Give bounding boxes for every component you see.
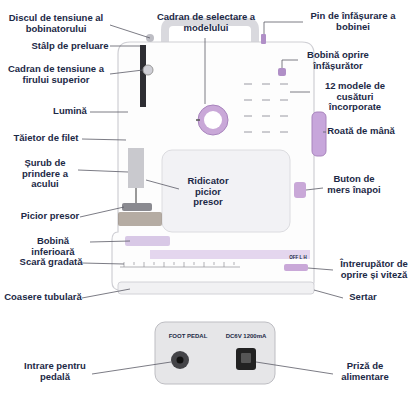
- spool-pin: [261, 34, 266, 44]
- part-label: Cadran de selectare a modelului: [145, 12, 267, 33]
- pattern-dial: [198, 105, 228, 135]
- panel-marking: FOOT PEDAL: [163, 333, 213, 340]
- machine-body: [112, 42, 314, 290]
- fabric: [118, 212, 162, 226]
- part-label: Șurub de prindere a acului: [10, 158, 80, 190]
- part-label: Picior presor: [18, 211, 82, 222]
- tension-dial: [143, 65, 153, 75]
- thread-guide: [140, 45, 146, 107]
- stitch-icons: [244, 84, 288, 132]
- part-label: Întrerupător de oprire și viteză: [333, 259, 415, 280]
- part-label: Pin de înfășurare a bobinei: [303, 11, 403, 32]
- part-label: Lumină: [50, 106, 90, 117]
- ruler-ticks: [120, 262, 240, 267]
- part-label: Sertar: [343, 292, 383, 303]
- winder-stop: [278, 68, 286, 76]
- part-label: Roată de mână: [326, 126, 396, 137]
- reverse-button: [294, 182, 306, 198]
- part-label: 12 modele de cusături încorporate: [310, 81, 400, 113]
- part-label: Intrare pentru pedală: [14, 361, 96, 382]
- part-label: Scară gradată: [18, 257, 84, 268]
- power-jack: [236, 348, 256, 370]
- throat: [162, 150, 290, 232]
- pedal-jack: [171, 351, 189, 369]
- hand-wheel: [312, 112, 326, 156]
- part-label: Buton de mers înapoi: [323, 174, 385, 195]
- pattern-dial-center: [204, 111, 222, 129]
- part-label: Coasere tubulară: [2, 292, 84, 303]
- speed-switch: [284, 264, 308, 271]
- part-label: Bobină inferioară: [14, 236, 92, 257]
- part-label: Cadran de tensiune a firului superior: [2, 64, 110, 85]
- power-jack-pin: [241, 353, 251, 363]
- needle: [135, 188, 137, 205]
- leader-lines: [78, 22, 343, 374]
- drawer: [118, 282, 314, 294]
- front-strip: [150, 250, 310, 259]
- dial-pointer: [196, 119, 200, 121]
- part-label: Bobină oprire înfășurător: [298, 50, 378, 71]
- part-label: Ridicator picior presor: [180, 176, 236, 208]
- part-label: Stâlp de preluare: [30, 41, 110, 52]
- part-label: Discul de tensiune al bobinatorului: [2, 13, 110, 34]
- panel-marking: DC6V 1200mA: [220, 333, 272, 340]
- pedal-jack-hole: [177, 357, 184, 364]
- panel-marking: OFF L H: [280, 255, 316, 260]
- bobbin-cover: [125, 236, 170, 246]
- socket-panel: [155, 322, 275, 384]
- part-label: Tăietor de filet: [8, 133, 84, 144]
- presser-foot: [122, 203, 152, 211]
- part-label: Priză de alimentare: [330, 361, 400, 382]
- needle-bar: [128, 148, 144, 188]
